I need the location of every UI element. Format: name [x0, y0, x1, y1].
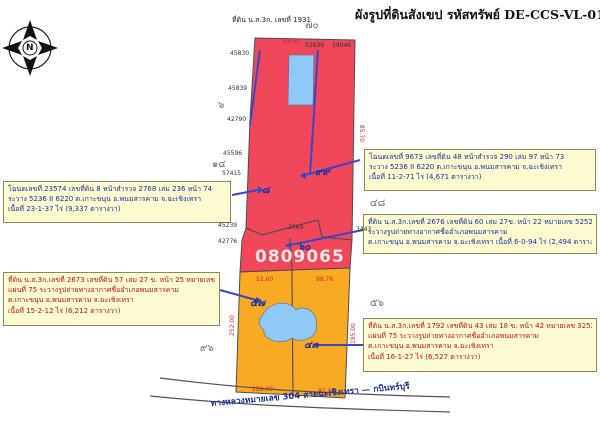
- note-upper-right: โฉนดเลขที่ 9673 เลขที่ดิน 48 หน้าสำรวจ 2…: [364, 149, 596, 191]
- survey-mark: 92.60: [283, 38, 301, 45]
- survey-mark: 52639: [305, 42, 325, 49]
- survey-mark: 3443: [356, 226, 372, 233]
- top-note: ที่ดิน น.ส.3ก. เลขที่ 1931: [232, 16, 311, 24]
- survey-mark: 59046: [332, 42, 352, 49]
- note-line: ระวาง 5236 II 6220 ต.เกาะขนุน อ.พนมสารคา…: [8, 195, 202, 204]
- parcel-number: ๙๙: [315, 167, 330, 178]
- note-line: ระวางรูปถ่ายทางอากาศชื่ออำเภอพนมสารคาม: [368, 228, 508, 237]
- watermark: 0809065: [255, 247, 345, 267]
- note-line: โฉนดเลขที่ 23574 เลขที่ดิน 8 หน้าสำรวจ 2…: [8, 185, 213, 193]
- survey-mark: 52.60: [256, 276, 274, 283]
- neighbor-number: ๑๔: [212, 159, 226, 170]
- note-lower-right: ที่ดิน น.ส.3ก.เลขที่ 1792 เลขที่ดิน 43 เ…: [363, 318, 597, 372]
- neighbor-number: ๕๖: [370, 298, 384, 309]
- survey-mark: 57415: [222, 170, 242, 177]
- leader-arrows: [256, 172, 318, 348]
- note-lower-left: ที่ดิน น.ส.3ก.เลขที่ 2673 เลขที่ดิน 57 เ…: [3, 272, 220, 326]
- survey-mark: 85.70: [358, 124, 366, 143]
- note-line: ต.เกาะขนุน อ.พนมสารคาม จ.ฉะเชิงเทรา: [368, 342, 494, 351]
- leader-lines: [219, 49, 364, 346]
- compass-label: N: [26, 43, 34, 53]
- survey-mark: 45839: [228, 85, 248, 92]
- note-line: ที่ดิน น.ส.3ก.เลขที่ 1792 เลขที่ดิน 43 เ…: [368, 322, 592, 330]
- survey-mark: 98.76: [316, 276, 334, 283]
- note-line: เนื้อที่ 23-1-37 ไร่ (9,337 ตารางวา): [8, 205, 121, 214]
- note-line: แผ่นที่ 75 ระวางรูปถ่ายทางอากาศชื่ออำเภอ…: [368, 332, 539, 341]
- neighbor-number: ๗๐: [305, 20, 319, 31]
- survey-mark: 42790: [227, 116, 247, 123]
- note-line: โฉนดเลขที่ 9673 เลขที่ดิน 48 หน้าสำรวจ 2…: [369, 153, 565, 161]
- parcel-number: ๕๗: [250, 298, 266, 309]
- note-line: เนื้อที่ 16-1-27 ไร่ (6,527 ตารางวา): [368, 352, 481, 361]
- neighbor-number: ๔๘: [370, 198, 386, 209]
- note-line: ที่ดิน น.ส.3ก.เลขที่ 2673 เลขที่ดิน 57 เ…: [8, 276, 215, 284]
- survey-mark: 45830: [230, 50, 250, 57]
- parcel-red-lower: [239, 219, 353, 273]
- note-line: เนื้อที่ 11-2-71 ไร่ (4,671 ตารางวา): [369, 173, 482, 182]
- road: [149, 377, 451, 413]
- survey-mark: 252.00: [229, 315, 236, 336]
- note-mid-right: ที่ดิน น.ส.3ก.เลขที่ 2676 เลขที่ดิน 60 เ…: [363, 214, 597, 254]
- note-line: ต.เกาะขนุน อ.พนมสารคาม จ.ฉะเชิงเทรา: [8, 296, 134, 305]
- note-line: ที่ดิน น.ส.3ก.เลขที่ 2676 เลขที่ดิน 60 เ…: [368, 218, 592, 226]
- survey-mark: 228.00: [252, 386, 273, 393]
- survey-mark: 42776: [218, 238, 238, 245]
- parcel-number: ๖๐: [298, 242, 311, 253]
- survey-mark: 45596: [223, 150, 243, 157]
- parcel-orange-right: [291, 267, 351, 399]
- map-title: ผังรูปที่ดินสังเขป รหัสทรัพย์ DE-CCS-VL-…: [355, 7, 600, 22]
- pond-lower: [258, 302, 317, 342]
- compass-icon: [2, 20, 58, 76]
- note-left: โฉนดเลขที่ 23574 เลขที่ดิน 8 หน้าสำรวจ 2…: [3, 181, 231, 223]
- note-line: เนื้อที่ 15-2-12 ไร่ (6,212 ตารางวา): [8, 306, 121, 315]
- survey-mark: 2569: [288, 224, 304, 231]
- parcel-red-group: [239, 37, 356, 273]
- neighbor-number: ๙๖: [200, 343, 214, 354]
- parcel-number: ๘: [262, 185, 270, 196]
- parcel-orange-group: [235, 267, 351, 399]
- note-line: ต.เกาะขนุน อ.พนมสารคาม จ.ฉะเชิงเทรา เนื้…: [368, 238, 592, 247]
- note-line: ระวาง 5236 II 6220 ต.เกาะขนุน อ.พนมสารคา…: [369, 163, 563, 172]
- survey-mark: 82.39: [318, 388, 336, 395]
- neighbor-number: ๖: [218, 100, 225, 111]
- survey-mark: 185.00: [350, 323, 357, 344]
- note-line: แผ่นที่ 75 ระวางรูปถ่ายทางอากาศชื่ออำเภอ…: [8, 286, 179, 295]
- survey-mark: 45239: [218, 222, 238, 229]
- parcel-number: ๔๓: [304, 340, 319, 351]
- pond-upper: [287, 54, 315, 106]
